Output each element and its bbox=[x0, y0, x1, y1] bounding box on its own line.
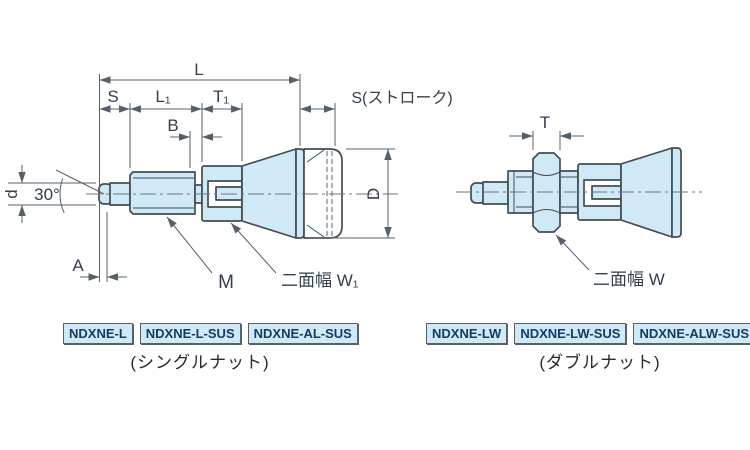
dim-label-w: 二面幅 W bbox=[593, 270, 665, 289]
knob-cone bbox=[620, 147, 673, 238]
dim-label-w1: 二面幅 W₁ bbox=[281, 271, 359, 290]
dim-label-L1: L₁ bbox=[155, 87, 170, 106]
model-badge: NDXNE-LW bbox=[426, 323, 508, 344]
dim-label-thread: M bbox=[218, 272, 234, 293]
dim-label-T: T bbox=[540, 113, 550, 132]
model-badge: NDXNE-ALW-SUS bbox=[633, 323, 750, 344]
plunger-pin bbox=[482, 181, 509, 205]
double-nut-caption: (ダブルナット) bbox=[539, 353, 661, 372]
hex-nut bbox=[532, 152, 561, 233]
dim-label-D: D bbox=[364, 188, 383, 200]
single-nut-model-list: NDXNE-L NDXNE-L-SUS NDXNE-AL-SUS bbox=[63, 323, 358, 344]
leader-w bbox=[555, 234, 590, 271]
dim-label-T1: T₁ bbox=[213, 87, 229, 106]
dim-label-S: S bbox=[107, 87, 118, 106]
threaded-body bbox=[129, 171, 196, 215]
single-nut-caption: (シングルナット) bbox=[130, 353, 270, 372]
leader-thread bbox=[166, 216, 213, 274]
knob-grip bbox=[303, 148, 343, 239]
double-nut-model-list: NDXNE-LW NDXNE-LW-SUS NDXNE-ALW-SUS bbox=[426, 323, 750, 344]
model-badge: NDXNE-L bbox=[63, 323, 133, 344]
dim-label-B: B bbox=[167, 116, 178, 135]
dim-label-stroke: S(ストローク) bbox=[351, 89, 452, 107]
leader-w1 bbox=[230, 222, 277, 274]
dim-label-A: A bbox=[72, 256, 84, 275]
knob-face bbox=[295, 148, 305, 239]
model-badge: NDXNE-L-SUS bbox=[139, 323, 241, 344]
dim-label-L: L bbox=[194, 60, 203, 79]
knob-face bbox=[671, 147, 682, 238]
dim-label-d: d bbox=[2, 189, 21, 198]
slot-tongue bbox=[215, 186, 243, 201]
slot-tongue bbox=[591, 185, 622, 200]
model-badge: NDXNE-LW-SUS bbox=[514, 323, 627, 344]
model-badge: NDXNE-AL-SUS bbox=[247, 323, 358, 344]
double-nut-diagram: T 二面幅 W bbox=[456, 113, 702, 289]
single-nut-diagram: L S L₁ T₁ S(ストローク) B A 30° d D M 二面幅 W₁ bbox=[2, 60, 453, 293]
knob-cone bbox=[241, 148, 297, 239]
dim-label-angle: 30° bbox=[34, 185, 60, 204]
